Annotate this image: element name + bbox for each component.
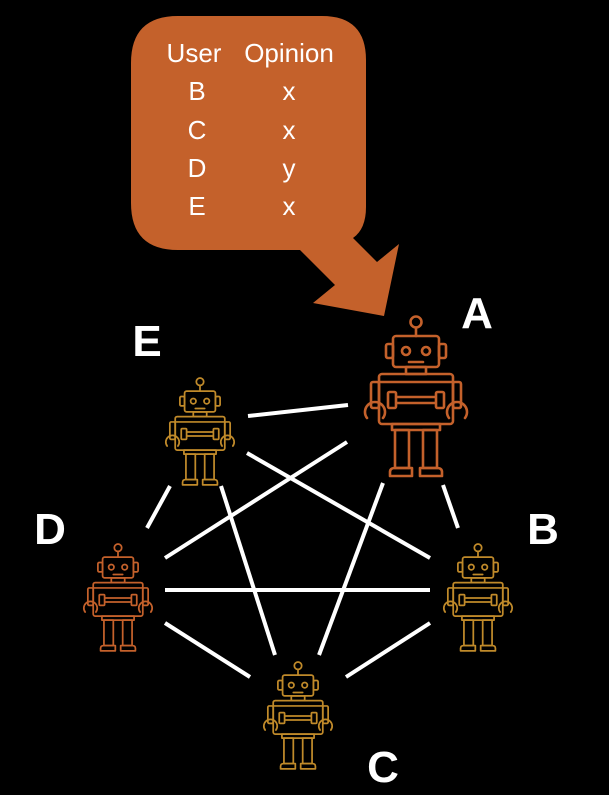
table-cell-opinion: x [283, 191, 296, 221]
edge-a-c [317, 482, 385, 656]
table-cell-user: D [188, 153, 207, 183]
table-cell-user: B [188, 76, 205, 106]
table-cell-opinion: x [283, 76, 296, 106]
edge-e-b [246, 451, 431, 560]
node-label-e: E [132, 317, 161, 366]
robots [82, 315, 514, 770]
node-label-c: C [367, 743, 399, 792]
edge-e-d [145, 485, 172, 529]
robot-icon-c [262, 661, 334, 770]
speech-bubble [131, 16, 399, 316]
robot-icon-b [442, 543, 514, 652]
table-cell-opinion: y [283, 153, 296, 183]
edge-a-e [247, 403, 349, 418]
edge-a-d [163, 440, 349, 560]
node-label-d: D [34, 505, 66, 554]
robot-icon-a [363, 315, 469, 478]
node-label-a: A [461, 289, 493, 338]
opinion-table: User Opinion B x C x D y E x [167, 38, 334, 221]
table-header-opinion: Opinion [244, 38, 334, 68]
table-cell-user: E [188, 191, 205, 221]
node-labels: A B C D E [34, 289, 559, 792]
robot-icon-d [82, 543, 154, 652]
table-cell-opinion: x [283, 115, 296, 145]
edge-d-c [163, 621, 252, 679]
edge-a-b [441, 484, 460, 529]
edge-e-c [219, 485, 277, 656]
edges [145, 403, 460, 679]
edge-b-c [344, 621, 432, 679]
table-cell-user: C [188, 115, 207, 145]
robot-icon-e [164, 377, 236, 486]
node-label-b: B [527, 505, 559, 554]
table-header-user: User [167, 38, 222, 68]
